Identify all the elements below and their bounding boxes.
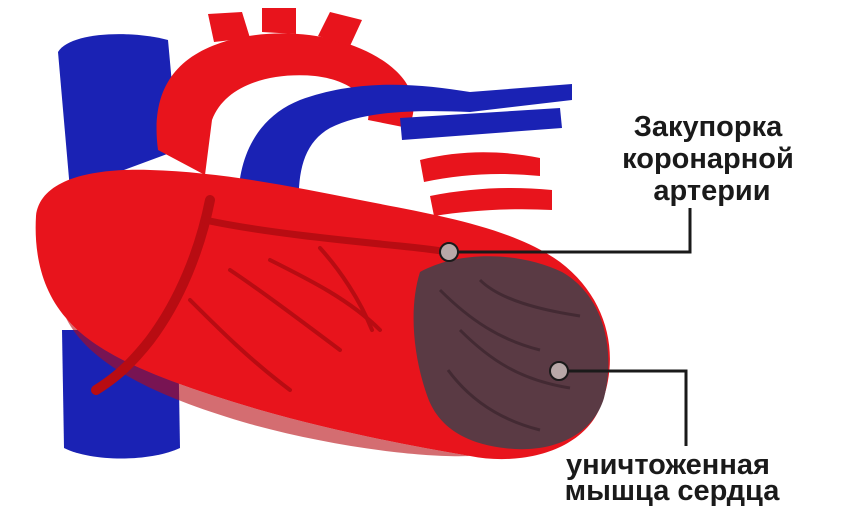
aortic-branch-2	[262, 8, 296, 34]
pulmonary-branch-lower	[400, 108, 562, 140]
blockage-label: Закупорка коронарной артерии	[622, 111, 802, 207]
damaged-muscle-label-line-2: мышца сердца	[565, 475, 781, 507]
damaged-muscle-marker	[550, 362, 568, 380]
blockage-label-line-1: Закупорка	[634, 111, 783, 143]
aortic-branch-1	[208, 12, 250, 42]
blockage-label-line-3: артерии	[653, 175, 770, 207]
pulmonary-vein-upper	[420, 152, 540, 182]
blockage-label-line-2: коронарной	[622, 143, 794, 175]
damaged-muscle-label: уничтоженная мышца сердца	[565, 449, 781, 507]
pulmonary-vein-lower	[430, 188, 552, 216]
blockage-marker	[440, 243, 458, 261]
